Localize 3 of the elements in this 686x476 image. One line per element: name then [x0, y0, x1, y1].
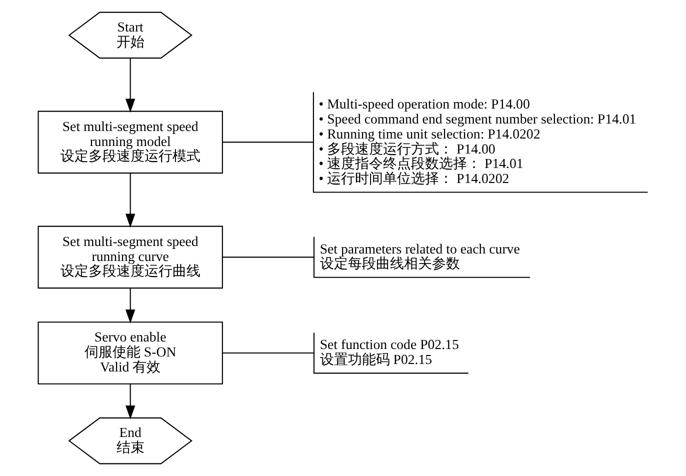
node-text: • Multi-speed operation mode: P14.00 • Speed command end segment number selection: P14.01 • Running time unit selection: P14.0202 • 多段速度运行方式： P14.00 • 速度指令终点段数选择： P14.01 • 运行时间单位选择： P14.0202 [318, 96, 636, 186]
node-text: Set parameters related to each curve 设定每段曲线相关参数 [320, 241, 520, 272]
node-text: Set function code P02.15 设置功能码 P02.15 [320, 337, 459, 368]
